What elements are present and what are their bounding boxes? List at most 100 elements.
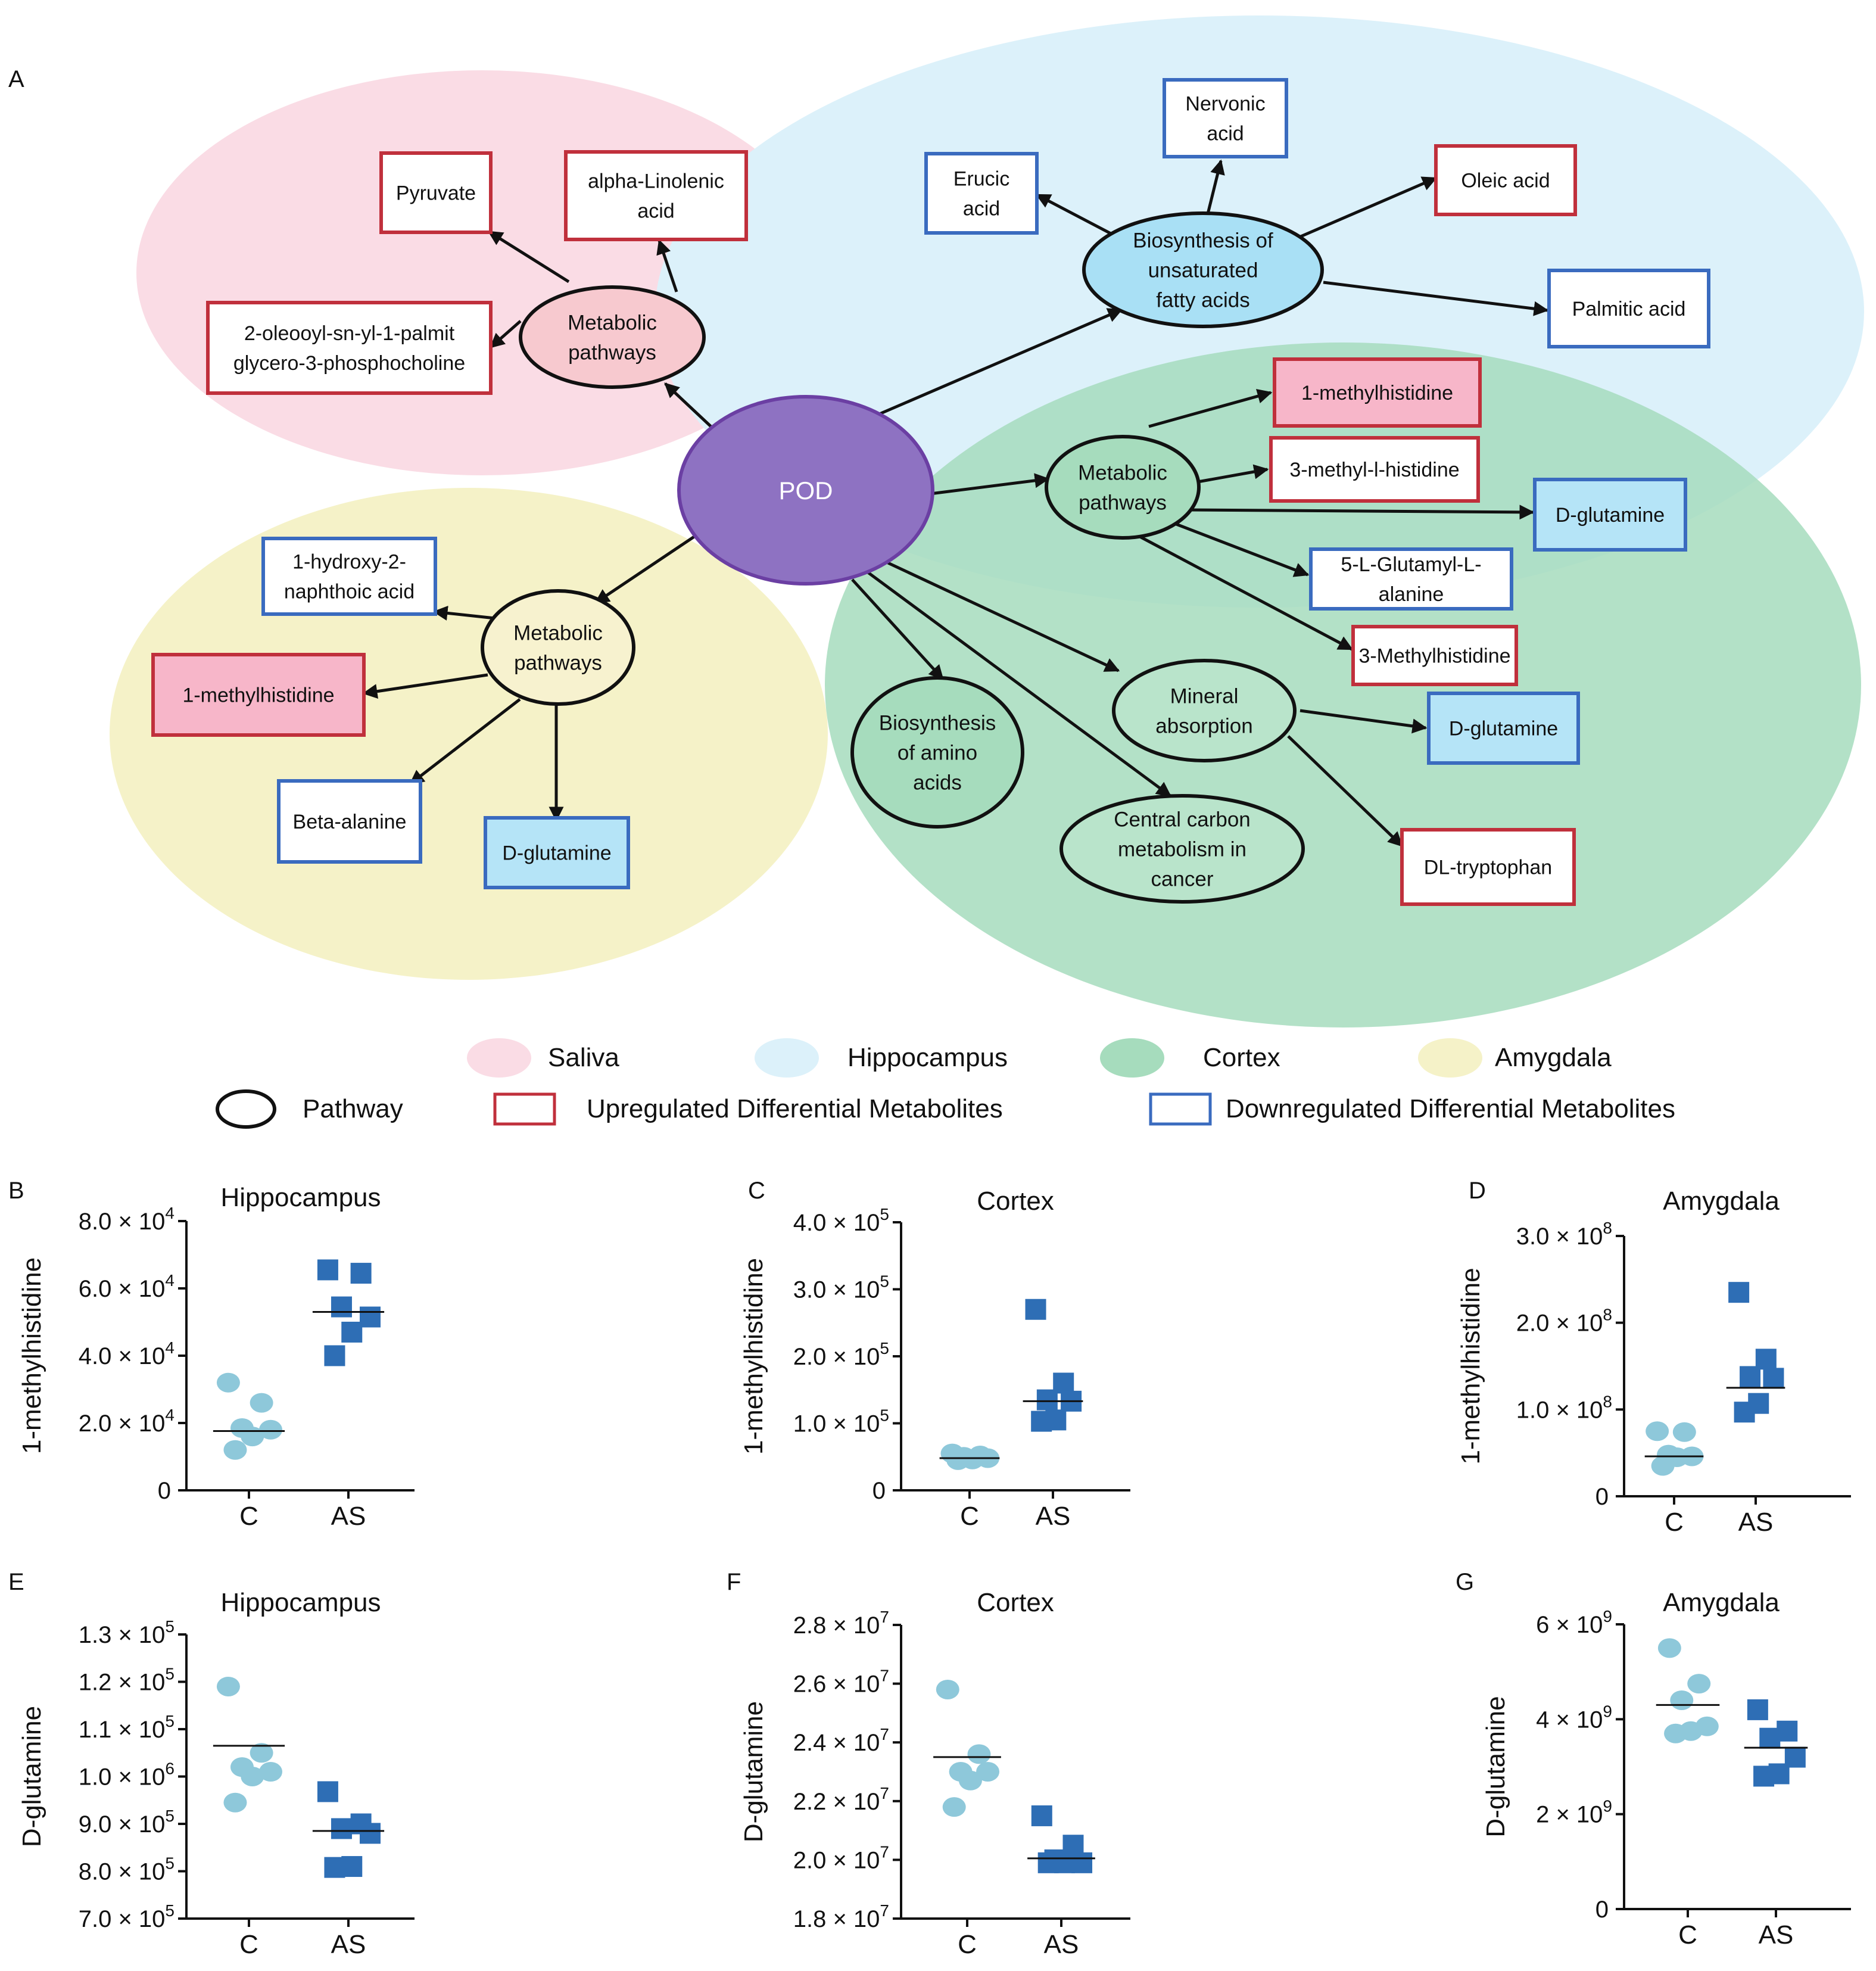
y-tick-label: 8.0 × 105: [79, 1854, 174, 1885]
pod-hub-label: POD: [778, 477, 833, 505]
metabolite-label-line: Palmitic acid: [1572, 298, 1686, 320]
metabolite-m8: 1-methylhistidine: [1273, 357, 1482, 428]
metabolite-box: [1273, 357, 1482, 428]
edge-pod-min: [887, 561, 1120, 672]
panel-label: E: [8, 1569, 24, 1595]
metabolite-label-line: 5-L-Glutamyl-L-: [1341, 553, 1481, 576]
pathway-ellipse: [519, 285, 706, 389]
pathway-label-line: absorption: [1155, 714, 1252, 737]
pathway-label-line: Central carbon: [1114, 808, 1251, 831]
metabolite-m14: DL-tryptophan: [1400, 828, 1576, 906]
metabolite-box: [564, 150, 748, 241]
pathway-label-line: Mineral: [1170, 684, 1239, 708]
tick-mantissa: 7.0 × 10: [79, 1906, 166, 1932]
edge-pod-hippocampus: [876, 308, 1123, 417]
data-point-control: [942, 1797, 966, 1817]
legend-swatch-amygdala: [1418, 1038, 1482, 1078]
y-tick-label: 1.3 × 105: [79, 1617, 174, 1648]
x-tick-label: C: [239, 1502, 258, 1531]
x-tick-label: C: [239, 1930, 258, 1959]
tick-mantissa: 8.0 × 10: [79, 1859, 166, 1885]
y-tick-label: 4 × 109: [1536, 1702, 1612, 1733]
data-point-control: [936, 1679, 959, 1699]
tick-exponent: 4: [165, 1406, 174, 1424]
legend-label-hippocampus: Hippocampus: [847, 1043, 1008, 1072]
y-axis-label: 1-methylhistidine: [1456, 1268, 1485, 1464]
metabolite-label-line: 2-oleooyl-sn-yl-1-palmit: [244, 322, 455, 345]
tick-mantissa: 1.0 × 10: [1516, 1397, 1603, 1423]
data-point-control: [223, 1792, 247, 1813]
data-point-control: [958, 1770, 982, 1791]
x-tick-label: AS: [1759, 1920, 1794, 1950]
pathway-label-line: cancer: [1151, 867, 1213, 890]
tick-exponent: 6: [165, 1760, 174, 1778]
pathway-label-line: pathways: [568, 341, 656, 364]
tick-mantissa: 2.4 × 10: [793, 1730, 880, 1756]
chart-title: Cortex: [977, 1187, 1054, 1216]
tick-exponent: 5: [880, 1406, 889, 1425]
edge-hip-palmitic: [1323, 281, 1549, 316]
y-tick-label: 4.0 × 104: [79, 1338, 174, 1369]
tick-exponent: 8: [1603, 1306, 1612, 1324]
y-tick-label: 3.0 × 108: [1516, 1219, 1612, 1250]
tick-exponent: 7: [880, 1901, 889, 1920]
data-point-as: [324, 1345, 345, 1366]
pathway-label-line: of amino: [898, 741, 977, 764]
data-point-as: [341, 1321, 363, 1343]
pathway-cor_min: Mineral absorption: [1112, 659, 1297, 762]
metabolite-label: Pyruvate: [396, 182, 476, 204]
tick-mantissa: 1.8 × 10: [793, 1906, 880, 1932]
y-tick-label: 2.2 × 107: [793, 1784, 889, 1815]
data-point-as: [1740, 1366, 1761, 1387]
tick-exponent: 5: [165, 1807, 174, 1825]
panel-label: B: [8, 1178, 24, 1204]
edge-pod-cortex-mp: [930, 473, 1050, 496]
tick-mantissa: 2.0 × 10: [79, 1410, 166, 1437]
metabolite-label: D-glutamine: [502, 842, 611, 864]
data-point-control: [967, 1744, 991, 1764]
x-tick-label: C: [958, 1930, 977, 1959]
y-tick-label: 9.0 × 105: [79, 1807, 174, 1838]
tick-mantissa: 9.0 × 10: [79, 1811, 166, 1838]
metabolite-label-line: acid: [963, 197, 1000, 220]
metabolite-label-line: Pyruvate: [396, 182, 476, 204]
edge-hip-oleic: [1300, 176, 1438, 238]
data-point-control: [1657, 1638, 1681, 1658]
edges: [362, 159, 1549, 847]
tick-mantissa: 2 × 10: [1536, 1802, 1603, 1828]
data-point-as: [317, 1781, 338, 1802]
data-point-as: [350, 1263, 372, 1284]
y-tick-label: 2.6 × 107: [793, 1667, 889, 1698]
metabolite-m16: 1-methylhistidine: [151, 653, 366, 737]
metabolite-label-line: acid: [637, 200, 674, 222]
edge-amy-betaalanine: [409, 698, 521, 785]
data-point-as: [1031, 1805, 1052, 1826]
metabolite-box: [1434, 144, 1577, 216]
metabolite-label-line: D-glutamine: [1556, 504, 1665, 527]
legend-swatch-hippocampus: [755, 1038, 819, 1078]
pathway-ellipse: [481, 589, 635, 706]
data-point-control: [1646, 1421, 1669, 1441]
edge-pod-bio: [851, 578, 944, 680]
y-tick-label: 1.0 × 105: [793, 1406, 889, 1437]
tick-mantissa: 8.0 × 10: [79, 1209, 166, 1235]
pod-hub: [677, 395, 934, 586]
metabolite-m9: 3-methyl-l-histidine: [1269, 436, 1480, 503]
metabolite-box: [1400, 828, 1576, 906]
x-tick-label: AS: [1036, 1502, 1071, 1531]
y-tick-label: 2.0 × 105: [793, 1339, 889, 1370]
panel-label: G: [1456, 1569, 1474, 1595]
edge-hip-nervonic: [1206, 159, 1225, 214]
metabolite-label: 5-L-Glutamyl-L-alanine: [1341, 553, 1481, 606]
